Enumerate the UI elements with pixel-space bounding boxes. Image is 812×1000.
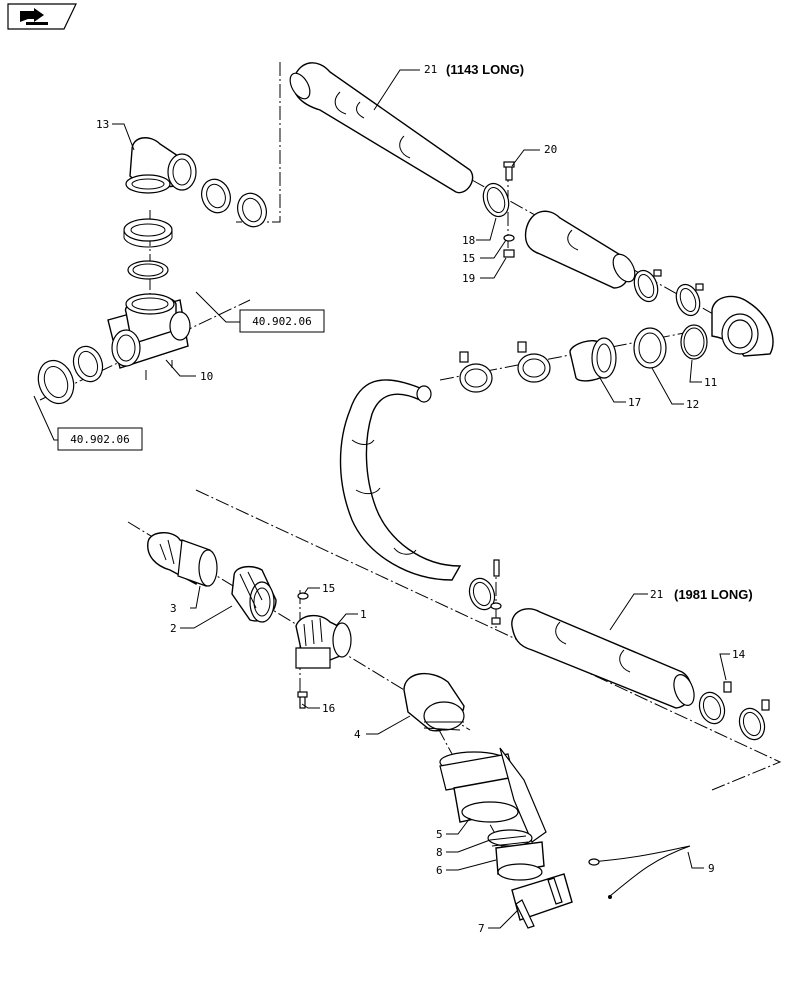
- clamp-row-a: [459, 351, 493, 393]
- cap-7: [511, 873, 573, 929]
- bolt-16: [297, 691, 308, 709]
- clamp-row-b: [517, 341, 551, 383]
- part-label-13: 13: [96, 118, 109, 131]
- next-page-button[interactable]: [7, 3, 77, 30]
- elbow-13: [125, 137, 197, 194]
- clamp-lower-hose: [468, 577, 496, 611]
- hose-length-top: (1143 LONG): [446, 62, 524, 77]
- reference-label-b: 40.902.06: [70, 433, 130, 446]
- part-label-17: 17: [628, 396, 641, 409]
- part-label-15-lower: 15: [322, 582, 335, 595]
- ring-12: [633, 327, 667, 369]
- part-label-6: 6: [436, 864, 443, 877]
- part-label-5: 5: [436, 828, 443, 841]
- part-label-14: 14: [732, 648, 746, 661]
- part-label-2: 2: [170, 622, 177, 635]
- adapter-1: [295, 615, 352, 669]
- nut-19: [503, 249, 515, 258]
- washer-15-top: [503, 234, 515, 242]
- part-label-16: 16: [322, 702, 335, 715]
- bolt-lower-hose: [490, 559, 502, 625]
- tee-10: [107, 293, 191, 380]
- hose-lower: [511, 608, 695, 709]
- hose-right-segment: [524, 210, 636, 289]
- reference-label-a: 40.902.06: [252, 315, 312, 328]
- centerline-mid: [195, 489, 782, 791]
- part-label-10: 10: [200, 370, 213, 383]
- hose-upper: [289, 62, 474, 194]
- part-label-19: 19: [462, 272, 475, 285]
- tee-ring-a: [72, 345, 104, 383]
- part-label-21-top: 21: [424, 63, 437, 76]
- bolt-20: [503, 161, 515, 181]
- o-ring: [127, 260, 169, 280]
- reference-box-a[interactable]: 40.902.06: [195, 291, 325, 333]
- next-page-icon: [20, 8, 48, 25]
- part-label-20: 20: [544, 143, 557, 156]
- part-label-9: 9: [708, 862, 715, 875]
- part-label-4: 4: [354, 728, 361, 741]
- clamp-right-b: [675, 283, 704, 317]
- coupler-5: [439, 747, 547, 843]
- clamp-14-b: [738, 699, 770, 741]
- reference-box-b[interactable]: 40.902.06: [33, 395, 143, 451]
- tee-ring-b: [37, 359, 75, 405]
- part-label-7: 7: [478, 922, 485, 935]
- elbow-right: [711, 295, 774, 357]
- hose-barb-3: [147, 532, 218, 587]
- coupling-6: [495, 841, 545, 881]
- clamp-18: [482, 182, 510, 218]
- clamp-right-a: [633, 269, 662, 303]
- part-label-3: 3: [170, 602, 177, 615]
- part-label-11: 11: [704, 376, 717, 389]
- part-label-18: 18: [462, 234, 475, 247]
- part-label-15-top: 15: [462, 252, 475, 265]
- elbow-4: [403, 672, 465, 732]
- hose-nipple-17: [569, 337, 617, 382]
- part-label-12: 12: [686, 398, 699, 411]
- clamp-13-a: [201, 178, 231, 214]
- hose-length-bottom: (1981 LONG): [674, 587, 753, 602]
- o-ring-11: [680, 324, 708, 360]
- part-label-8: 8: [436, 846, 443, 859]
- nut-2: [231, 565, 277, 623]
- part-label-1: 1: [360, 608, 367, 621]
- lanyard-9: [588, 845, 691, 899]
- clamp-13-b: [237, 192, 267, 228]
- hose-long-curved: [339, 379, 462, 581]
- leader-lines: [112, 69, 730, 929]
- gasket-ring: [123, 218, 173, 248]
- washer-15-lower: [297, 592, 309, 600]
- clamp-14-a: [698, 681, 732, 725]
- part-label-21-bottom: 21: [650, 588, 663, 601]
